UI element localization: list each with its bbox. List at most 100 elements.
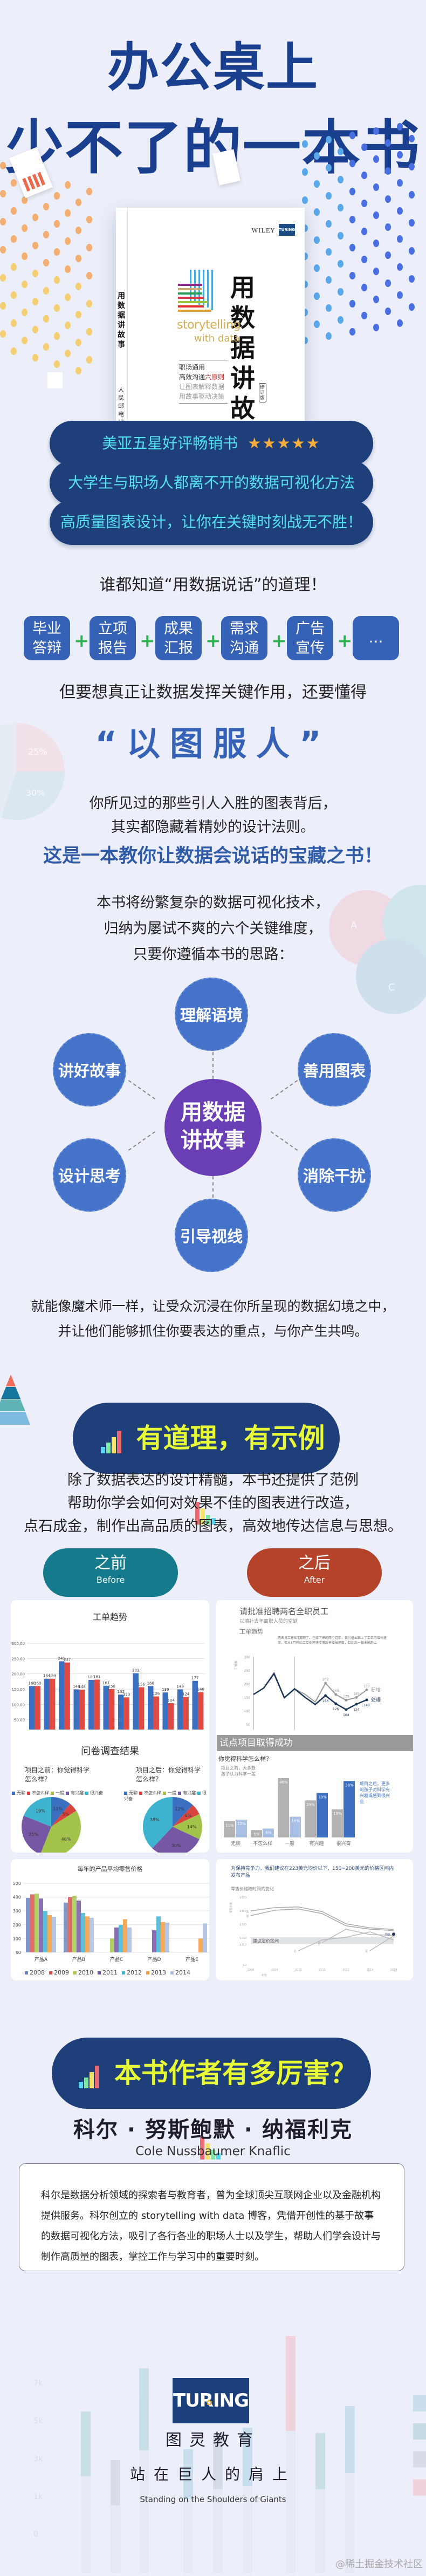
summary-line1: 本书将纷繁复杂的数据可视化技术， bbox=[97, 894, 329, 911]
svg-text:19%: 19% bbox=[333, 1812, 342, 1816]
svg-text:126: 126 bbox=[153, 1692, 160, 1696]
tagline-line: 高效沟通六原则 bbox=[179, 372, 228, 382]
chart-note: 项目之前，大多数孩子认为科学一般 bbox=[221, 1766, 256, 1776]
connector-line bbox=[128, 1079, 156, 1100]
examples-desc-line2: 帮助你学会如何对效果不佳的图表进行改造， bbox=[67, 1495, 359, 1512]
woven-bars-logo-icon bbox=[178, 270, 213, 312]
svg-text:E: E bbox=[366, 1950, 368, 1953]
hero-title-line2: 少不了的一本书 bbox=[5, 114, 421, 182]
svg-text:132: 132 bbox=[118, 1690, 125, 1694]
svg-text:2009: 2009 bbox=[271, 1969, 278, 1972]
chart-label: 工单趋势 bbox=[239, 1628, 263, 1635]
chart-question: 你觉得科学怎么样？ bbox=[218, 1755, 272, 1762]
svg-text:139: 139 bbox=[162, 1687, 169, 1692]
banner-title: 有道理，有示例 bbox=[136, 1423, 325, 1454]
svg-text:产品A: 产品A bbox=[35, 1956, 48, 1963]
svg-text:38%: 38% bbox=[345, 1784, 354, 1788]
svg-text:241: 241 bbox=[58, 1656, 65, 1661]
chart-title: 问卷调查结果 bbox=[81, 1746, 139, 1757]
watermark: @稀土掘金技术社区 bbox=[335, 2559, 423, 2570]
svg-text:104: 104 bbox=[343, 1713, 349, 1717]
svg-text:$0: $0 bbox=[243, 1964, 246, 1967]
svg-text:不怎么样: 不怎么样 bbox=[253, 1840, 272, 1847]
svg-text:300: 300 bbox=[13, 1909, 21, 1914]
pie-label: 30% bbox=[26, 788, 45, 798]
scenario-line: 成果 bbox=[164, 620, 193, 637]
svg-text:38%: 38% bbox=[150, 1817, 160, 1822]
magic-line2: 并让他们能够抓住你要表达的重点，与你产生共鸣。 bbox=[58, 1323, 368, 1339]
svg-text:A: A bbox=[246, 1910, 249, 1914]
svg-text:25%: 25% bbox=[306, 1802, 315, 1807]
svg-text:$0: $0 bbox=[16, 1950, 21, 1955]
svg-text:400: 400 bbox=[13, 1895, 21, 1900]
edition-badge: 修订版 bbox=[259, 383, 266, 402]
svg-text:2008: 2008 bbox=[248, 1969, 255, 1972]
svg-text:新增: 新增 bbox=[371, 1687, 381, 1693]
summary-line2: 归纳为屡试不爽的六个关键维度， bbox=[104, 920, 322, 937]
axis-tick: 7k bbox=[33, 2379, 43, 2388]
svg-text:250: 250 bbox=[244, 1669, 251, 1673]
svg-text:无聊: 无聊 bbox=[231, 1840, 241, 1847]
book-title: 用数据讲故事 bbox=[230, 273, 255, 453]
author-name-zh: 科尔 · 努斯鲍默 · 纳福利克 bbox=[73, 2117, 353, 2142]
svg-text:处理: 处理 bbox=[371, 1697, 381, 1703]
pie-legend: 无聊不怎么样一般有兴趣很兴奋 bbox=[12, 1790, 105, 1796]
brand-name-zh: 图灵教育 bbox=[166, 2431, 260, 2450]
svg-text:140: 140 bbox=[197, 1687, 204, 1692]
scenario-line: 毕业 bbox=[32, 620, 61, 637]
mindmap-node-context: 理解语境 bbox=[175, 978, 248, 1051]
scenario-report: 成果汇报 bbox=[155, 616, 202, 660]
svg-text:B: B bbox=[246, 1915, 249, 1918]
axis-tick: 3k bbox=[33, 2455, 43, 2463]
svg-text:30%: 30% bbox=[171, 1843, 181, 1848]
legend-item: 2013 bbox=[146, 1969, 166, 1976]
scenario-advertising: 广告宣传 bbox=[287, 616, 333, 660]
author-name-en: Cole Nussbaumer Knaflic bbox=[135, 2144, 291, 2158]
svg-text:123: 123 bbox=[123, 1692, 130, 1697]
connector-line bbox=[212, 1052, 214, 1079]
svg-text:2011: 2011 bbox=[319, 1969, 326, 1972]
mindmap-node-declutter: 消除干扰 bbox=[298, 1138, 371, 1212]
legend-item: 2011 bbox=[98, 1969, 118, 1976]
svg-text:$150: $150 bbox=[239, 1944, 246, 1947]
connector-line bbox=[212, 1176, 214, 1198]
before-en: Before bbox=[96, 1575, 125, 1585]
svg-text:124: 124 bbox=[182, 1692, 190, 1697]
intro-but: 但要想真正让数据发挥关键作用，还要懂得 bbox=[59, 683, 367, 702]
svg-text:12%: 12% bbox=[175, 1807, 184, 1812]
chart-title: 请批准招聘两名全职员工 bbox=[239, 1607, 329, 1616]
legend-item: 无聊 bbox=[12, 1791, 25, 1795]
svg-text:139: 139 bbox=[343, 1695, 349, 1699]
svg-text:$200: $200 bbox=[239, 1937, 246, 1940]
chart-title: 工单趋势 bbox=[92, 1612, 127, 1622]
legend-item: 2008 bbox=[25, 1969, 45, 1976]
svg-text:148: 148 bbox=[78, 1685, 85, 1689]
svg-text:126: 126 bbox=[333, 1707, 339, 1711]
plus-icon: + bbox=[74, 630, 90, 652]
svg-text:25%: 25% bbox=[29, 1832, 38, 1837]
banner-title: 本书作者有多厉害？ bbox=[114, 2058, 357, 2089]
svg-text:产品B: 产品B bbox=[72, 1956, 85, 1963]
svg-text:产品D: 产品D bbox=[148, 1956, 161, 1963]
chart-title: 为保持竞争力，我们建议在223美元均价以下，150~200美元的价格区间内发布产… bbox=[231, 1866, 394, 1878]
svg-text:100.00: 100.00 bbox=[12, 1703, 25, 1707]
orange-dot-pattern-decoration bbox=[0, 162, 108, 378]
pie-label: 项目之后：你觉得科学怎么样？ bbox=[136, 1766, 201, 1783]
svg-text:161: 161 bbox=[102, 1681, 109, 1685]
svg-text:184: 184 bbox=[43, 1674, 51, 1678]
connector-line bbox=[128, 1131, 156, 1151]
venn-label: A bbox=[351, 920, 358, 931]
turing-badge-logo: TURING bbox=[279, 224, 295, 236]
svg-text:156: 156 bbox=[138, 1683, 145, 1687]
svg-text:160: 160 bbox=[333, 1689, 339, 1693]
lotus-icon: ✿ bbox=[206, 2399, 212, 2407]
after-en: After bbox=[304, 1575, 325, 1585]
svg-text:6%: 6% bbox=[185, 1813, 192, 1818]
svg-text:149: 149 bbox=[177, 1685, 184, 1689]
scenario-line: 答辩 bbox=[32, 640, 61, 657]
scenario-proposal: 立项报告 bbox=[90, 616, 136, 660]
svg-text:有兴趣: 有兴趣 bbox=[309, 1840, 324, 1847]
tagline-part: 高效沟通 bbox=[179, 373, 205, 381]
